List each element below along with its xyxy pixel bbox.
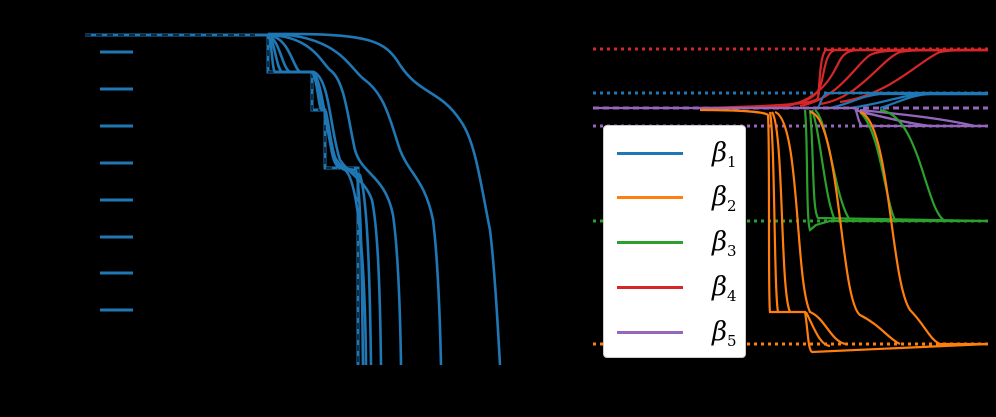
legend-line-icon	[617, 331, 683, 334]
beta2-paths	[699, 108, 989, 354]
beta5-paths	[593, 106, 988, 128]
left-panel	[85, 32, 502, 366]
legend-right: β1 β2 β3 β4 β5	[603, 125, 746, 358]
left-trajectories	[255, 32, 502, 366]
legend-line-icon	[617, 286, 683, 289]
legend-item-beta5: β5	[612, 317, 742, 350]
legend-label: β	[712, 272, 728, 302]
beta1-paths	[817, 91, 988, 110]
legend-line-icon	[617, 196, 683, 199]
left-legend	[100, 50, 133, 312]
legend-item-beta3: β3	[612, 227, 742, 260]
legend-line-icon	[617, 152, 683, 155]
legend-item-beta1: β1	[612, 138, 742, 171]
legend-label: β	[712, 317, 728, 347]
legend-item-beta4: β4	[612, 272, 742, 305]
legend-label: β	[712, 182, 728, 212]
beta3-paths	[803, 108, 989, 232]
legend-item-beta2: β2	[612, 182, 742, 215]
legend-line-icon	[617, 241, 683, 244]
legend-label: β	[712, 227, 728, 257]
beta4-paths	[699, 48, 989, 110]
legend-label: β	[712, 138, 728, 168]
